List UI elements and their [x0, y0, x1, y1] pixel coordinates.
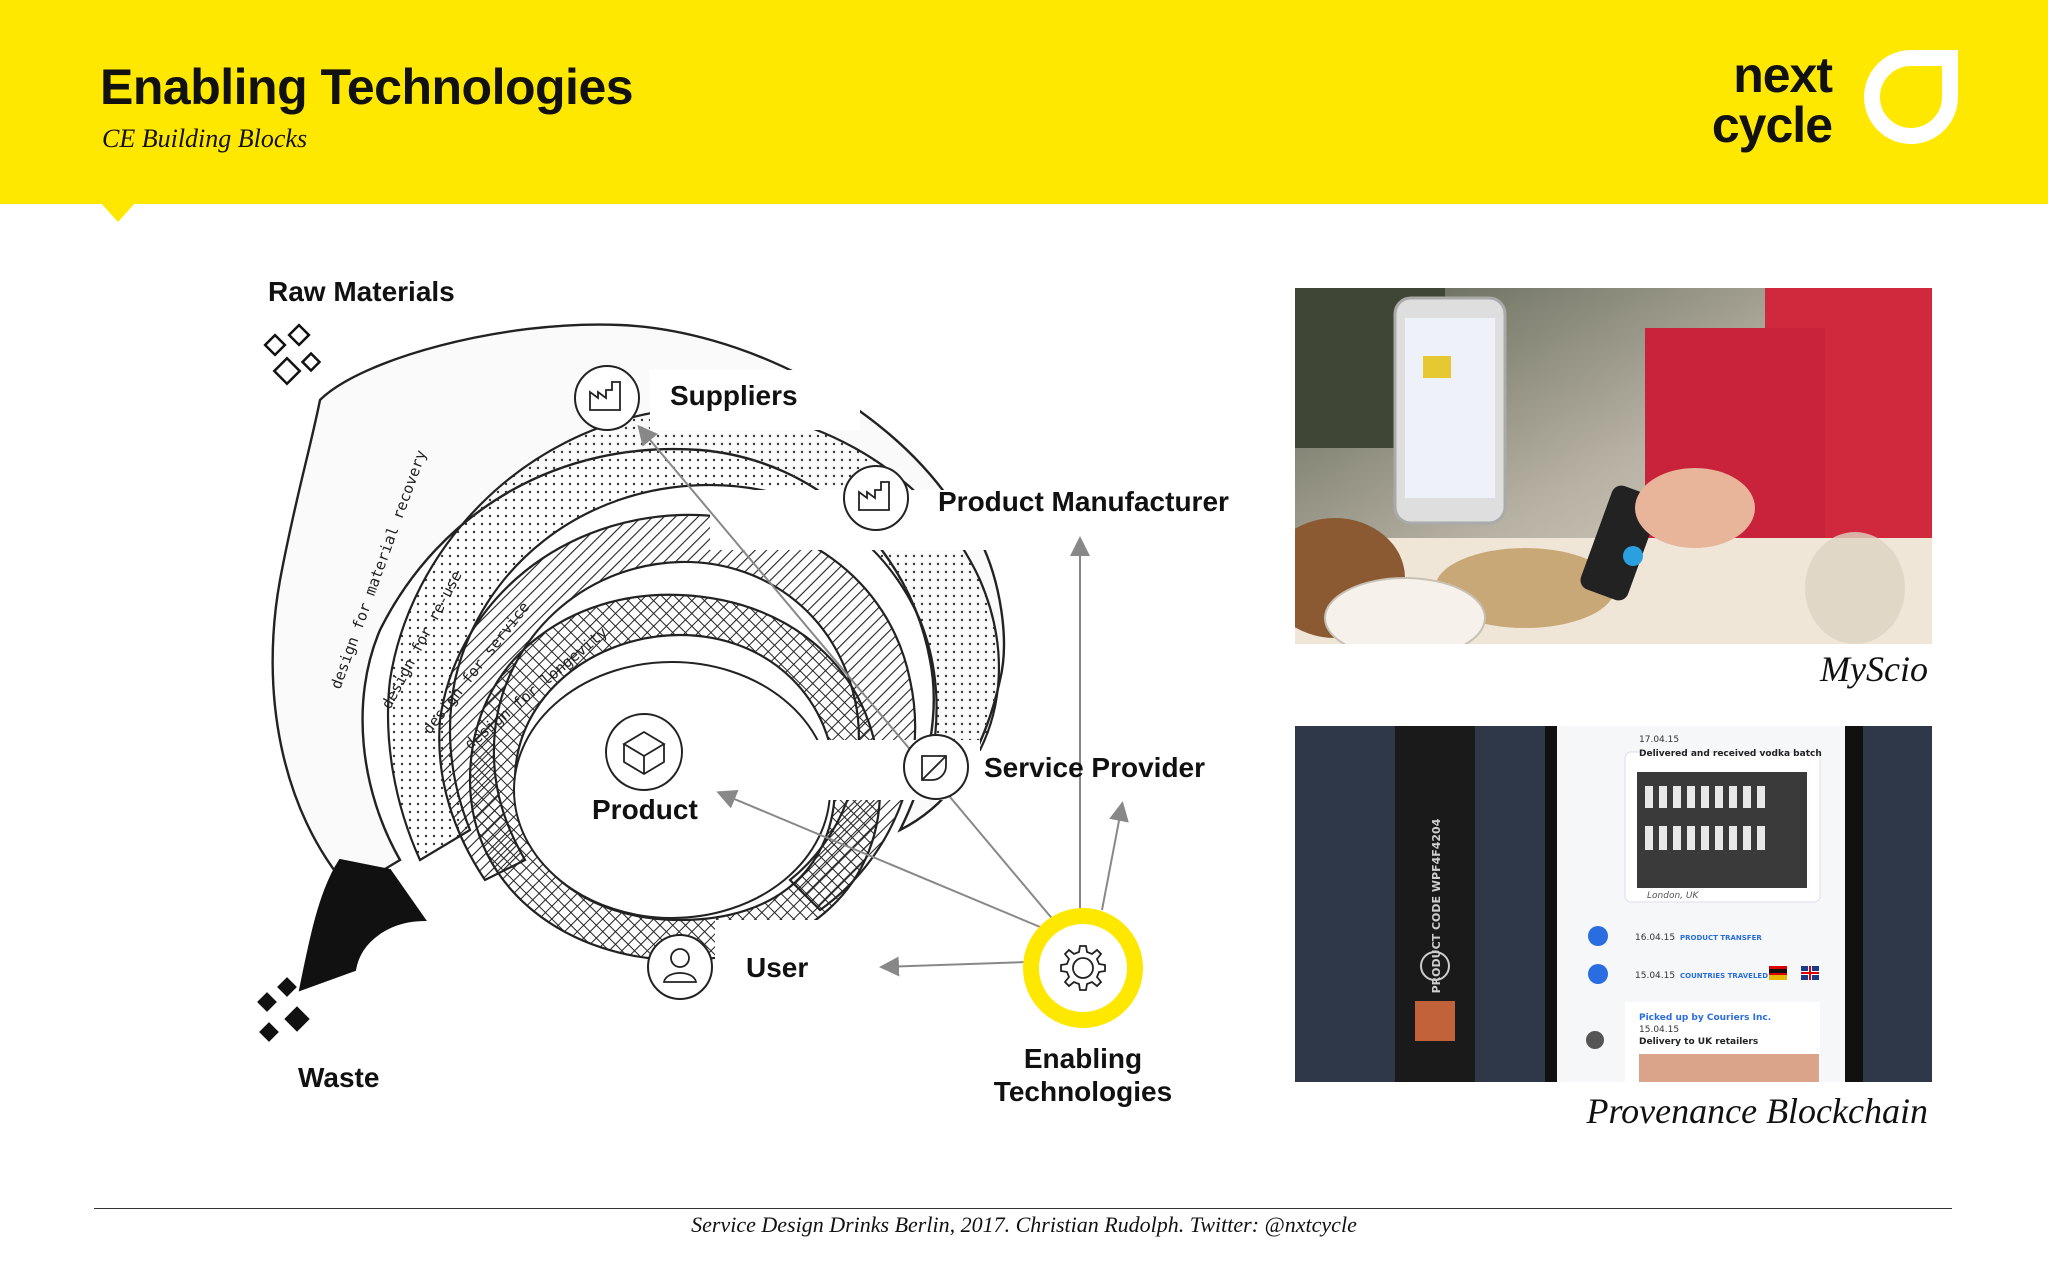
label-waste: Waste	[298, 1062, 380, 1093]
slide-title: Enabling Technologies	[100, 59, 634, 115]
waste-blob	[298, 858, 427, 992]
footer-divider	[94, 1208, 1952, 1209]
header-band	[0, 0, 2048, 204]
label-suppliers: Suppliers	[670, 380, 798, 411]
label-raw-materials: Raw Materials	[268, 276, 455, 307]
caption-myscio: MyScio	[1820, 649, 1928, 689]
box-icon-product	[605, 713, 683, 791]
footer-credit: Service Design Drinks Berlin, 2017. Chri…	[691, 1212, 1357, 1237]
feed-3-date: 15.04.15	[1635, 971, 1675, 981]
feed-1-title: Delivered and received vodka batch	[1639, 749, 1822, 759]
feed-4-title: Picked up by Couriers Inc.	[1639, 1013, 1771, 1023]
feed-2-date: 16.04.15	[1635, 933, 1675, 943]
product-tag-text: PRODUCT CODE WPF4F4204	[1430, 818, 1443, 993]
factory-icon-suppliers	[574, 365, 640, 431]
feed-2-title: PRODUCT TRANSFER	[1680, 934, 1762, 942]
caption-provenance: Provenance Blockchain	[1586, 1091, 1928, 1131]
raw-materials-icon	[263, 323, 322, 386]
label-service-provider: Service Provider	[984, 752, 1206, 783]
feed-4-detail: Delivery to UK retailers	[1639, 1037, 1758, 1047]
feed-1-location: London, UK	[1647, 891, 1699, 901]
logo-line-1: next	[1733, 47, 1833, 103]
circular-economy-diagram: design for material recovery design for …	[240, 250, 1270, 1150]
label-product-manufacturer: Product Manufacturer	[938, 486, 1229, 517]
photo-provenance: PRODUCT CODE WPF4F4204 17.04.15 Delivere…	[1295, 726, 1932, 1082]
label-user: User	[746, 952, 809, 983]
header-notch	[100, 202, 136, 222]
next-cycle-logo-icon	[1858, 44, 1964, 150]
label-enabling-line-2: Technologies	[993, 1076, 1173, 1107]
photo-myscio	[1295, 288, 1932, 644]
service-provider-icon	[903, 734, 969, 800]
label-enabling-technologies: Enabling Technologies	[983, 1042, 1183, 1108]
logo-wordmark: next cycle	[1711, 47, 1833, 153]
logo-line-2: cycle	[1711, 97, 1833, 153]
gear-icon	[1023, 908, 1143, 1028]
slide-subtitle: CE Building Blocks	[102, 124, 308, 153]
feed-3-title: COUNTRIES TRAVELED	[1680, 972, 1768, 980]
user-icon	[647, 934, 713, 1000]
factory-icon-manufacturer	[843, 465, 909, 531]
feed-1-date: 17.04.15	[1639, 735, 1679, 745]
feed-4-date: 15.04.15	[1639, 1025, 1679, 1035]
label-enabling-line-1: Enabling	[1023, 1043, 1143, 1074]
label-product: Product	[592, 794, 698, 825]
